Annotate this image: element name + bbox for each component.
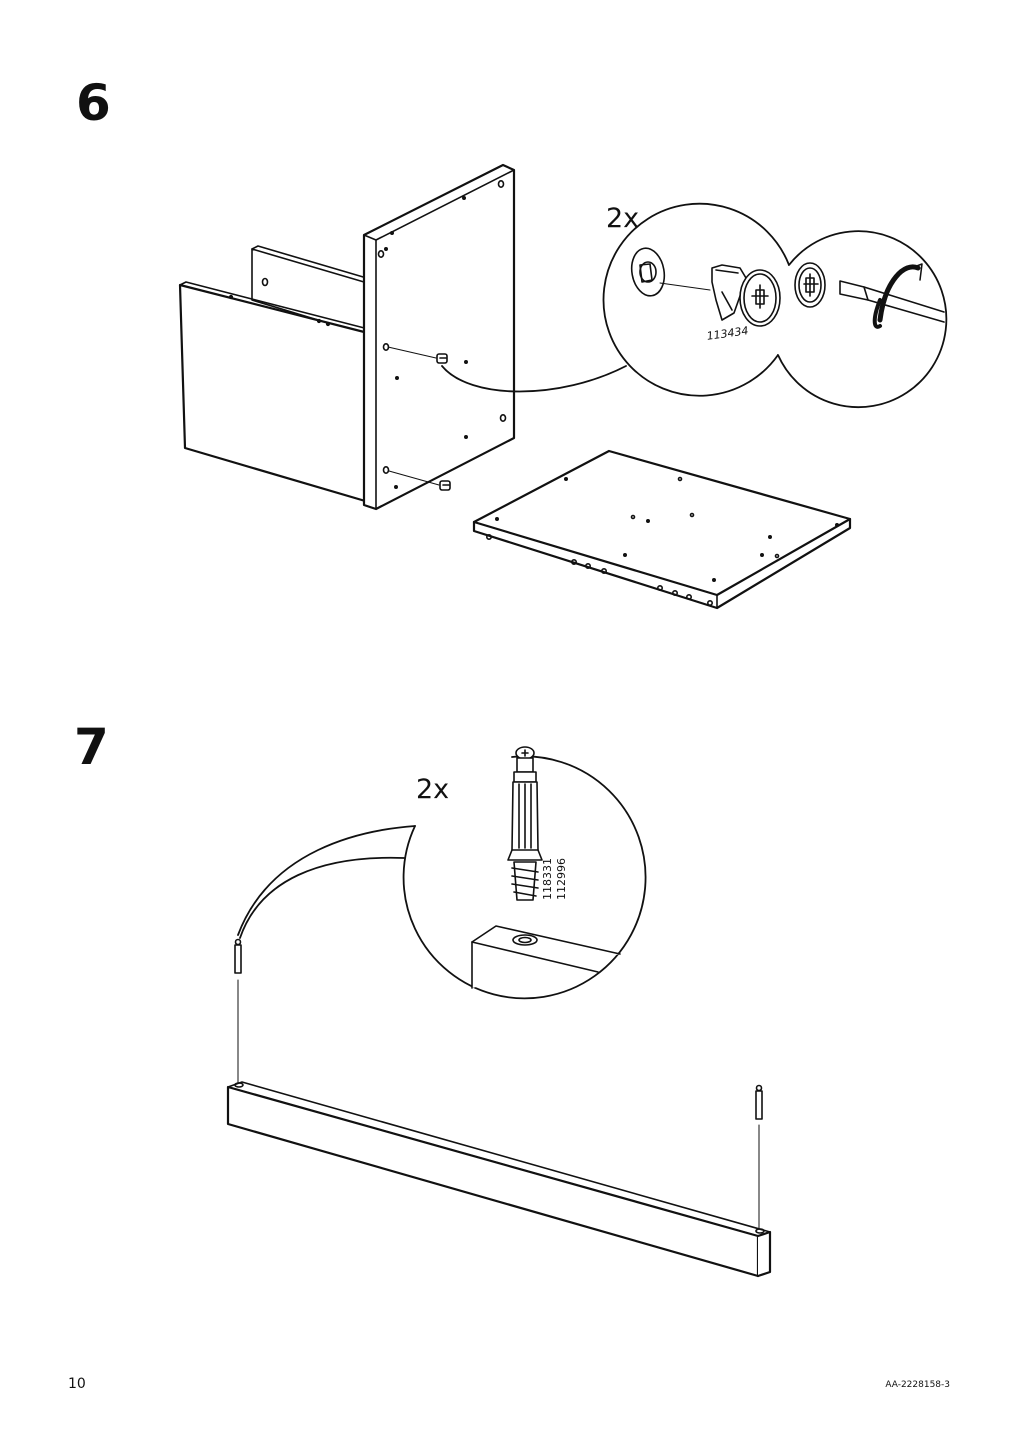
step-6-illustration — [180, 165, 946, 608]
step-7-part-number-1: 118331 — [541, 858, 554, 900]
step-7-part-number-2: 112996 — [555, 858, 568, 900]
document-code: AA-2228158-3 — [885, 1380, 950, 1390]
page-number: 10 — [68, 1376, 86, 1392]
step-7-illustration — [228, 747, 770, 1276]
dowel-detail — [238, 747, 646, 998]
step-6-quantity: 2x — [606, 203, 640, 234]
step-7-number: 7 — [74, 718, 109, 776]
screwdriver-tighten-detail — [778, 231, 946, 407]
step-7-quantity: 2x — [416, 774, 450, 805]
cam-lock-detail — [604, 204, 789, 396]
step-6-number: 6 — [76, 74, 111, 132]
